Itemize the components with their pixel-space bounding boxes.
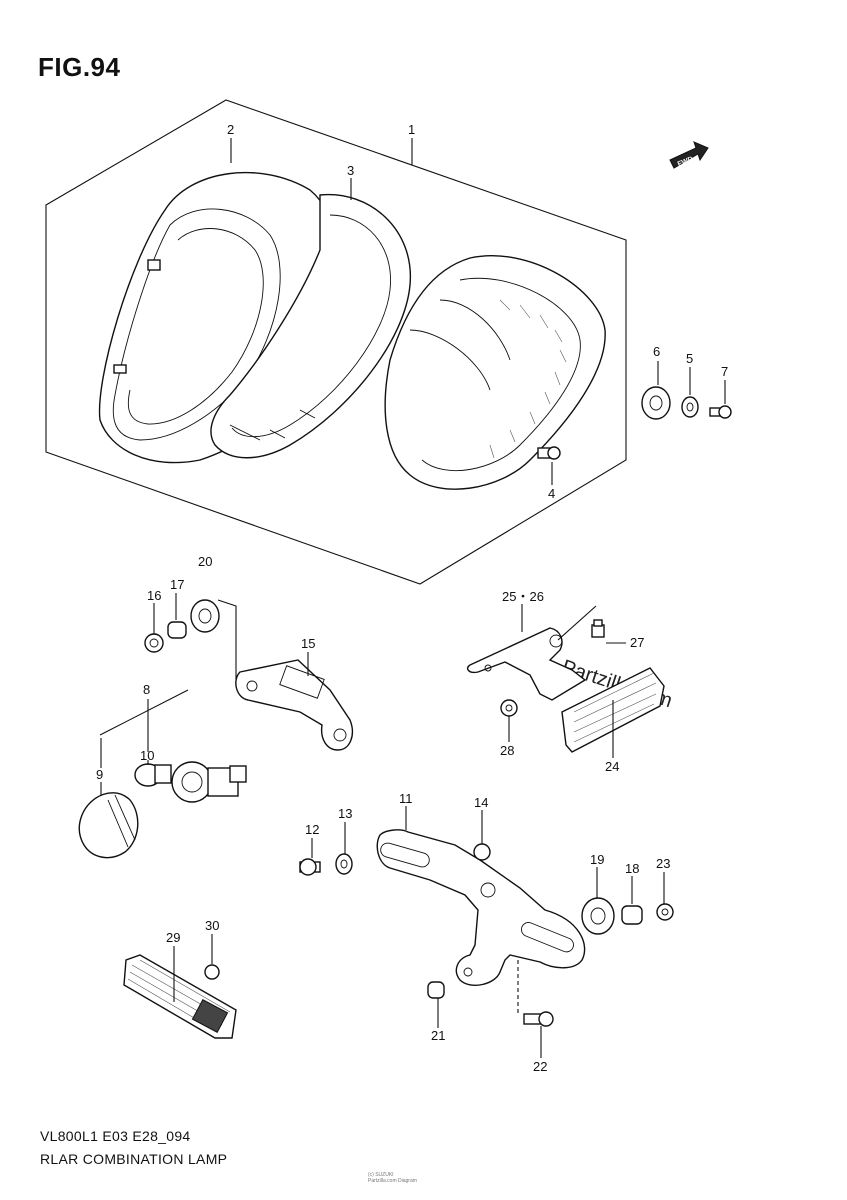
screw-7 — [709, 405, 732, 419]
screw-27 — [591, 619, 605, 638]
callout-20: 20 — [198, 554, 212, 569]
fine-print-2: Partzilla.com Diagram — [368, 1178, 417, 1184]
callout-5: 5 — [686, 351, 693, 366]
callout-25-26: 25・26 — [502, 589, 544, 604]
leader-27a — [557, 605, 597, 641]
nut-14 — [473, 843, 491, 861]
nut-28 — [500, 699, 518, 717]
grommet-20 — [190, 599, 220, 633]
bulb-10 — [134, 763, 172, 787]
washer-5 — [681, 396, 699, 418]
callout-12: 12 — [305, 822, 319, 837]
spacer-18 — [621, 905, 643, 925]
lens-9 — [78, 792, 139, 859]
leader-8 — [99, 689, 189, 736]
callout-11: 11 — [399, 791, 413, 806]
callout-8: 8 — [143, 682, 150, 697]
fwd-arrow-icon: FWD — [669, 141, 709, 169]
bracket-15 — [235, 659, 354, 751]
callout-4: 4 — [548, 486, 555, 501]
screw-4 — [537, 446, 561, 478]
reflector-29 — [123, 954, 237, 1039]
nut-30 — [204, 964, 220, 980]
grommet-19 — [581, 897, 615, 935]
figure-title: FIG.94 — [38, 52, 121, 82]
bracket-11 — [376, 829, 586, 986]
bolt-22 — [523, 1011, 554, 1027]
model-code: VL800L1 E03 E28_094 — [40, 1128, 191, 1144]
callout-2: 2 — [227, 122, 234, 137]
nut-23 — [656, 903, 674, 921]
washer-13 — [335, 853, 353, 875]
callout-6: 6 — [653, 344, 660, 359]
fine-print-1: (c) SUZUKI — [368, 1172, 394, 1178]
callout-10: 10 — [140, 748, 154, 763]
callout-19: 19 — [590, 852, 604, 867]
lamp-gasket — [210, 193, 411, 459]
callout-21: 21 — [431, 1028, 445, 1043]
callout-18: 18 — [625, 861, 639, 876]
callout-24: 24 — [605, 759, 619, 774]
spacer-21 — [427, 981, 445, 999]
callout-7: 7 — [721, 364, 728, 379]
callout-17: 17 — [170, 577, 184, 592]
callout-13: 13 — [338, 806, 352, 821]
lamp-housing — [384, 255, 606, 490]
callout-28: 28 — [500, 743, 514, 758]
spacer-17 — [167, 621, 187, 639]
grommet-6 — [641, 386, 671, 420]
nut-16 — [144, 633, 164, 653]
callout-22: 22 — [533, 1059, 547, 1074]
callout-23: 23 — [656, 856, 670, 871]
bolt-12 — [299, 858, 321, 876]
callout-3: 3 — [347, 163, 354, 178]
bracket-25-26 — [466, 627, 587, 701]
assembly-outline — [45, 99, 627, 585]
callout-29: 29 — [166, 930, 180, 945]
socket-10 — [171, 761, 247, 803]
diagram-subtitle: RLAR COMBINATION LAMP — [40, 1151, 228, 1167]
callout-15: 15 — [301, 636, 315, 651]
callout-1: 1 — [408, 122, 415, 137]
callout-9: 9 — [96, 767, 103, 782]
callout-30: 30 — [205, 918, 219, 933]
callout-27: 27 — [630, 635, 644, 650]
callout-14: 14 — [474, 795, 488, 810]
callout-16: 16 — [147, 588, 161, 603]
